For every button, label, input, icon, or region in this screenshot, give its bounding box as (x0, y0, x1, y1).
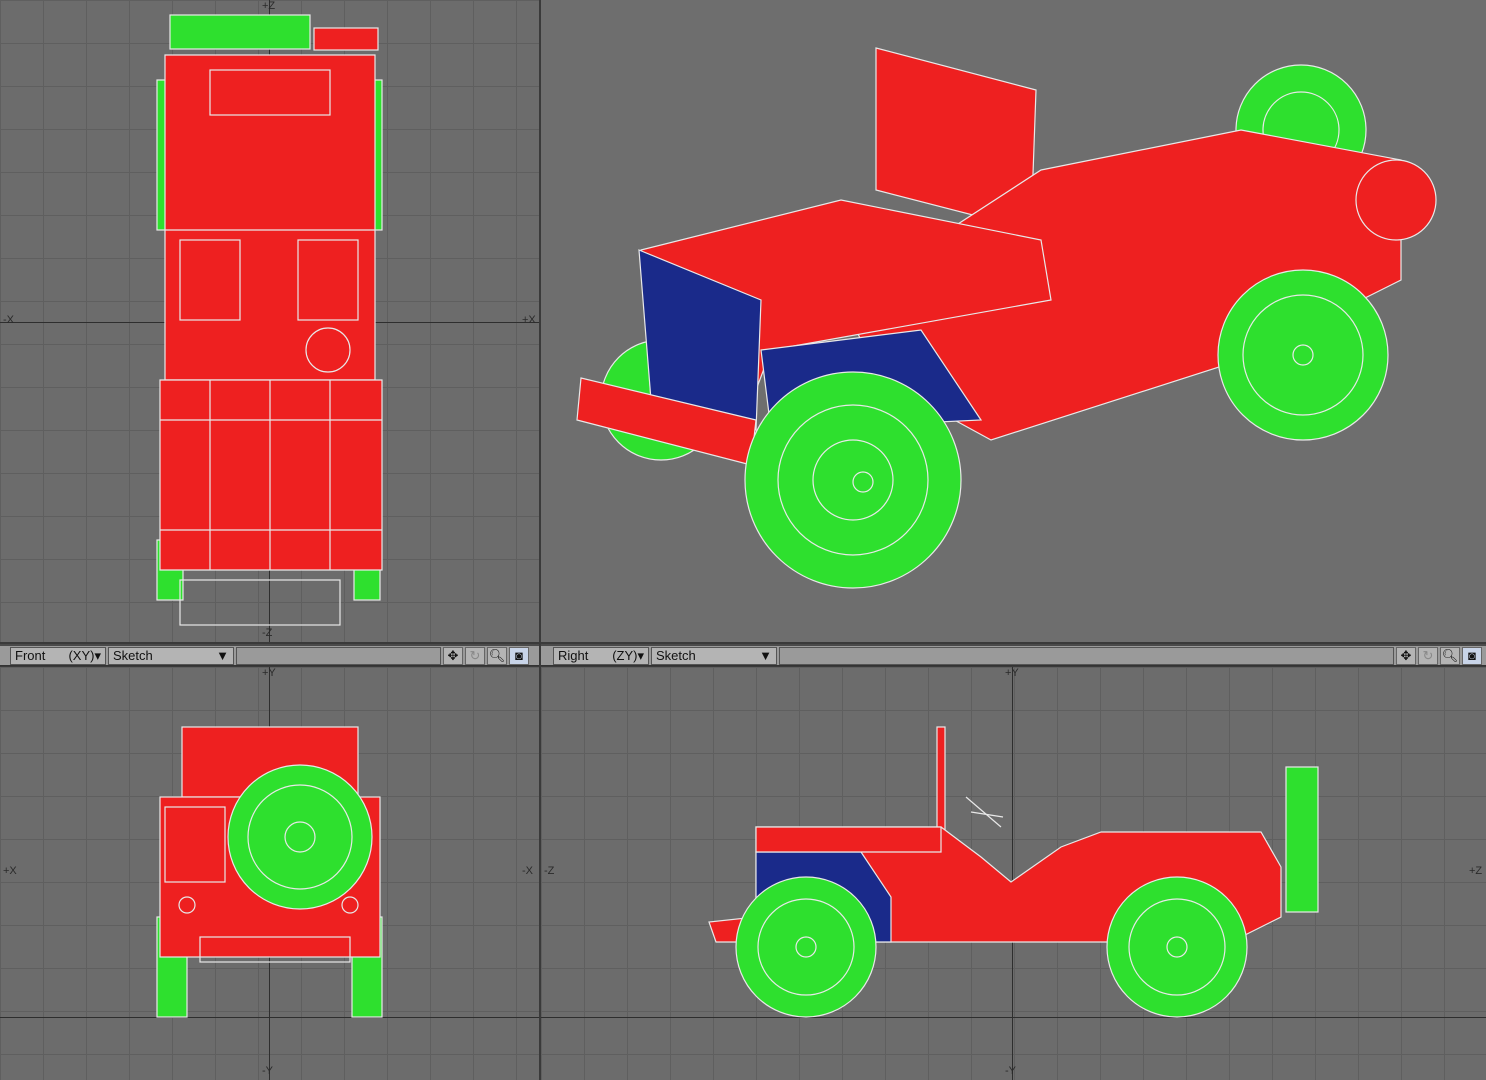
axis-label-up: +Y (1005, 667, 1019, 679)
axis-label-left: -X (3, 314, 14, 326)
jeep-perspective-wireframe (576, 47, 1437, 589)
axis-label-up: +Z (262, 0, 276, 12)
zoom-view-icon[interactable]: 🔍︎ (1440, 646, 1460, 665)
axis-label-down: -Y (1005, 1065, 1016, 1077)
chevron-down-icon: ▾ (637, 647, 644, 663)
zoom-view-icon[interactable]: 🔍︎ (487, 646, 507, 665)
maximize-view-icon[interactable]: ◙ (509, 646, 529, 665)
view-type-label: Front (15, 648, 46, 663)
axis-label-right: -X (522, 865, 533, 877)
view-type-dropdown[interactable]: Right (ZY)▾ (553, 646, 649, 665)
axis-label-right: +Z (1469, 865, 1483, 877)
perspective-viewport[interactable] (541, 0, 1486, 642)
render-mode-dropdown[interactable]: Sketch ▼ (651, 646, 777, 665)
front-viewport-toolbar: Front (XY)▾ Sketch ▼ ✥ ↻ 🔍︎ ◙ (0, 644, 539, 666)
render-mode-dropdown[interactable]: Sketch ▼ (108, 646, 234, 665)
right-viewport-toolbar: Right (ZY)▾ Sketch ▼ ✥ ↻ 🔍︎ ◙ (541, 644, 1486, 666)
rotate-view-icon[interactable]: ↻ (1418, 646, 1438, 665)
render-mode-label: Sketch (113, 648, 153, 663)
axes-label: (ZY) (612, 647, 638, 663)
chevron-down-icon: ▼ (216, 648, 229, 663)
axis-label-down: -Z (262, 627, 273, 639)
jeep-front-wireframe (156, 726, 383, 1018)
y-axis-line (1012, 667, 1013, 1080)
move-view-icon[interactable]: ✥ (443, 646, 463, 665)
jeep-top-wireframe (156, 14, 383, 626)
front-viewport[interactable]: +Y -Y +X -X (0, 667, 539, 1080)
render-mode-label: Sketch (656, 648, 696, 663)
chevron-down-icon: ▼ (759, 648, 772, 663)
axes-label: (XY) (68, 647, 95, 663)
view-type-label: Right (558, 648, 589, 663)
maximize-view-icon[interactable]: ◙ (1462, 646, 1482, 665)
view-type-dropdown[interactable]: Front (XY)▾ (10, 646, 106, 665)
axis-label-up: +Y (262, 667, 276, 679)
top-viewport[interactable]: +Z -Z -X +X (0, 0, 539, 642)
toolbar-spacer (236, 646, 441, 665)
axis-label-down: -Y (262, 1065, 273, 1077)
right-viewport[interactable]: +Y -Y -Z +Z (541, 667, 1486, 1080)
rotate-view-icon[interactable]: ↻ (465, 646, 485, 665)
axis-label-left: +X (3, 865, 17, 877)
jeep-side-wireframe (708, 726, 1319, 1018)
axis-label-left: -Z (544, 865, 555, 877)
axis-label-right: +X (522, 314, 536, 326)
toolbar-spacer (779, 646, 1394, 665)
chevron-down-icon: ▾ (94, 647, 101, 663)
z-axis-line (541, 1017, 1486, 1018)
move-view-icon[interactable]: ✥ (1396, 646, 1416, 665)
